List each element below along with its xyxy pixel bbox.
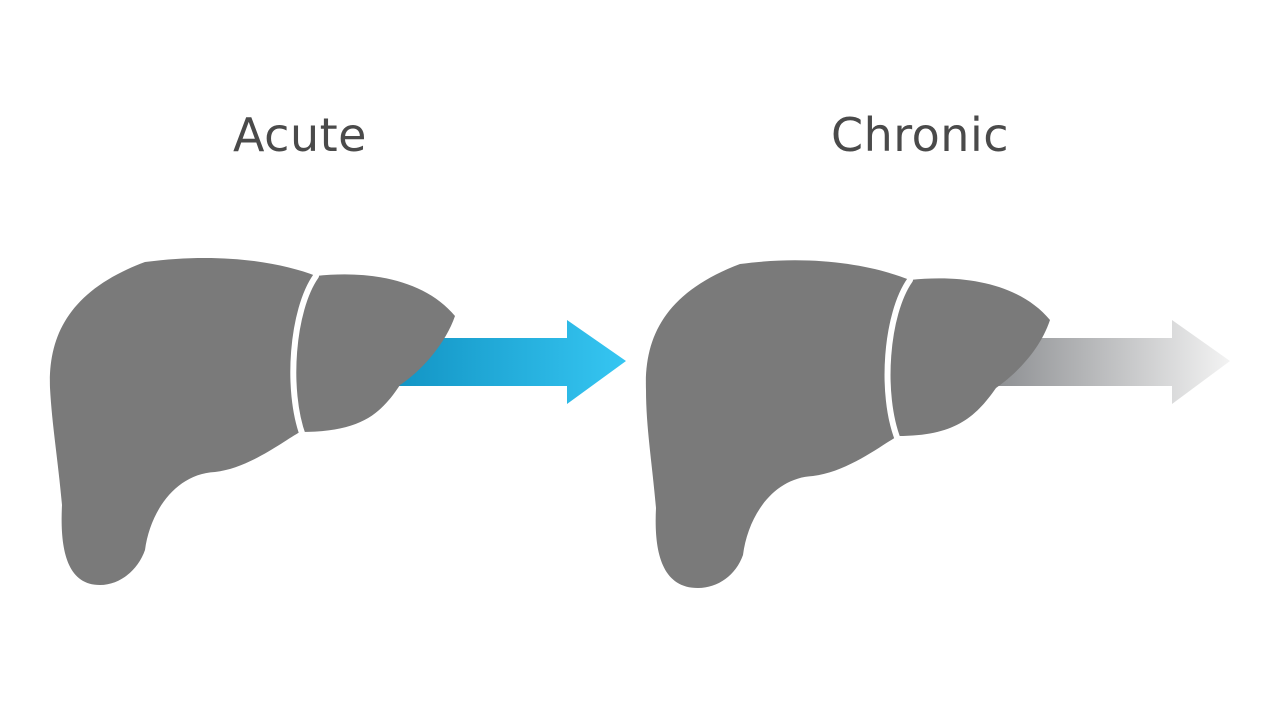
liver-icon xyxy=(645,260,1050,588)
liver-icon xyxy=(49,257,456,585)
acute-heading: Acute xyxy=(233,108,367,162)
acute-figure xyxy=(49,257,626,585)
arrow-right-icon xyxy=(995,320,1230,404)
chronic-heading: Chronic xyxy=(830,108,1010,162)
arrow-right-icon xyxy=(395,320,626,404)
chronic-figure xyxy=(645,260,1230,588)
acute-panel: Acute xyxy=(49,108,626,585)
chronic-panel: Chronic xyxy=(640,0,1280,720)
